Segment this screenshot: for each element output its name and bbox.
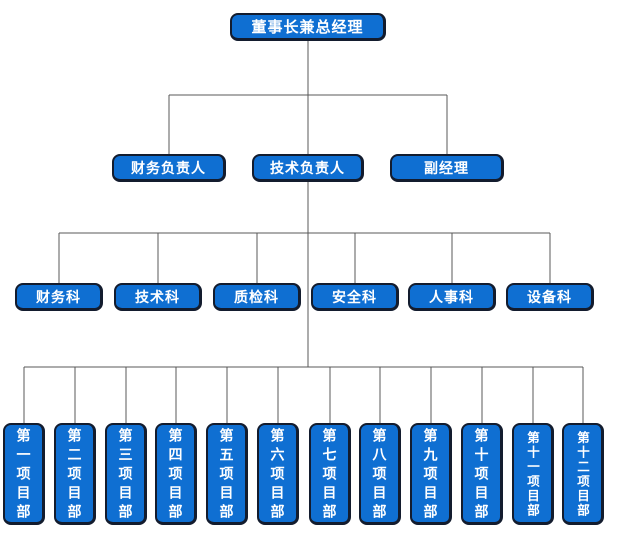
org-node-project-10: 第十项目部	[461, 423, 503, 525]
org-node-finance-section: 财务科	[15, 283, 103, 311]
org-node-chairman-general-manager: 董事长兼总经理	[230, 13, 386, 41]
org-node-project-9: 第九项目部	[410, 423, 452, 525]
org-node-project-4: 第四项目部	[155, 423, 197, 525]
org-node-project-1: 第一项目部	[3, 423, 45, 525]
org-node-deputy-manager: 副经理	[390, 154, 504, 182]
org-node-project-3: 第三项目部	[105, 423, 147, 525]
org-node-project-11: 第十一项目部	[512, 423, 554, 525]
org-node-project-7: 第七项目部	[309, 423, 351, 525]
org-node-project-12: 第十二项目部	[562, 423, 604, 525]
org-node-equipment-section: 设备科	[506, 283, 594, 311]
org-node-technical-manager: 技术负责人	[252, 154, 364, 182]
org-node-project-5: 第五项目部	[206, 423, 248, 525]
org-node-project-8: 第八项目部	[359, 423, 401, 525]
org-node-safety-section: 安全科	[311, 283, 399, 311]
org-node-finance-manager: 财务负责人	[112, 154, 226, 182]
org-node-technology-section: 技术科	[114, 283, 202, 311]
org-node-personnel-section: 人事科	[408, 283, 496, 311]
org-node-project-6: 第六项目部	[257, 423, 299, 525]
org-node-project-2: 第二项目部	[54, 423, 96, 525]
org-node-quality-inspection-section: 质检科	[213, 283, 301, 311]
